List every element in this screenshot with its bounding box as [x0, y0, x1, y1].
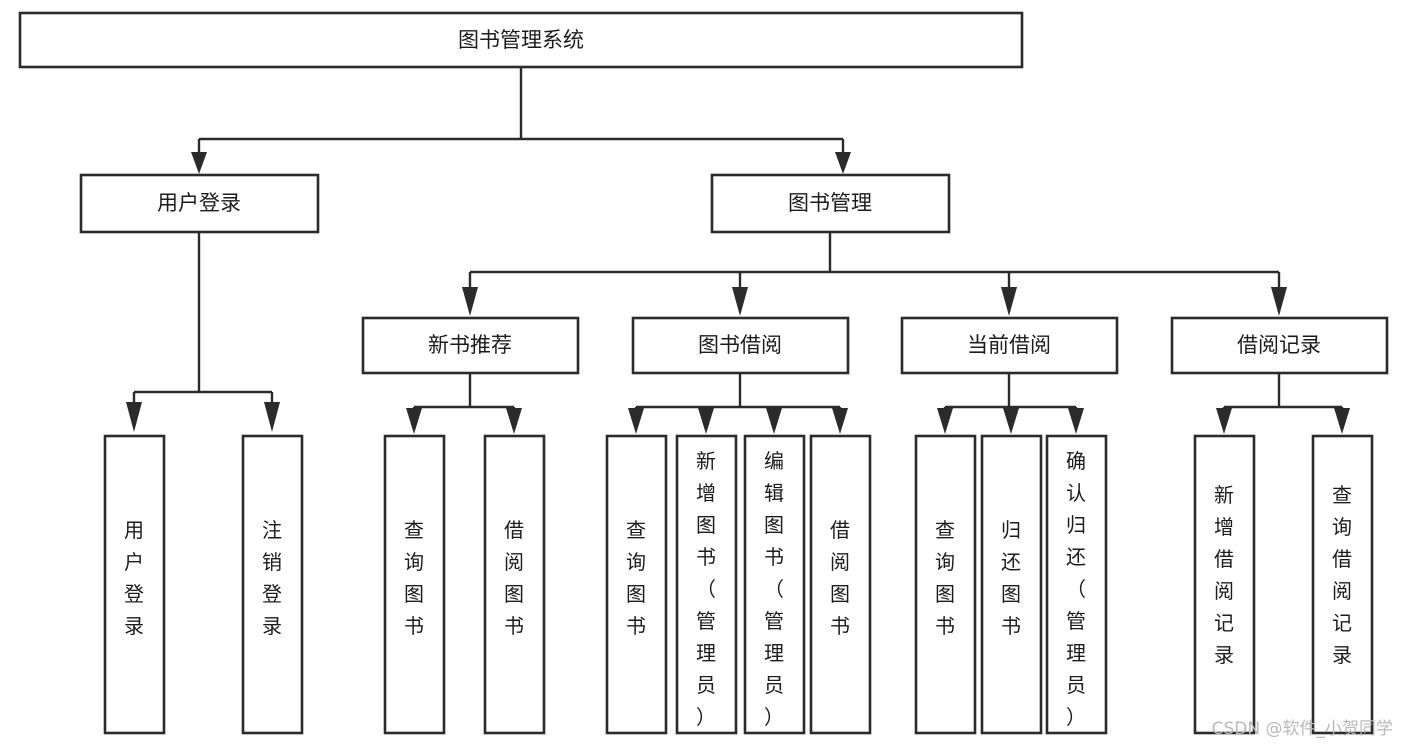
node-borrow-record-box[interactable]	[1170, 316, 1389, 375]
node-current-borrow[interactable]: 当前借阅	[900, 316, 1119, 375]
arrowhead-leaf-return-book	[1003, 408, 1019, 434]
node-book-manage[interactable]: 图书管理	[710, 173, 951, 234]
node-leaf-borrow-book-1[interactable]: 借阅图书	[483, 434, 546, 735]
connector-group-user-login-to-leaves	[126, 232, 280, 432]
arrowhead-borrow-record	[1271, 287, 1287, 316]
node-leaf-edit-book[interactable]: 编辑图书（管理员）	[743, 434, 806, 735]
node-borrow-record-label: 借阅记录	[1237, 333, 1321, 357]
node-leaf-borrow-book-2-box[interactable]	[809, 434, 872, 735]
node-leaf-query-record-box[interactable]	[1311, 434, 1374, 735]
arrowhead-leaf-add-record	[1216, 408, 1232, 434]
node-leaf-add-record-box[interactable]	[1193, 434, 1256, 735]
arrowhead-leaf-query-record	[1334, 408, 1350, 434]
node-leaf-user-login-label: 用户登录	[124, 518, 144, 638]
node-leaf-add-book-label: 新增图书（管理员）	[696, 449, 716, 729]
node-leaf-edit-book-box[interactable]	[743, 434, 806, 735]
node-leaf-query-book-2[interactable]: 查询图书	[605, 434, 668, 735]
node-leaf-borrow-book-2-label: 借阅图书	[830, 518, 850, 638]
arrowhead-user-login	[191, 152, 207, 174]
arrowhead-current-borrow	[1001, 287, 1017, 316]
arrowhead-book-manage	[835, 152, 851, 174]
node-leaf-query-record-label: 查询借阅记录	[1332, 483, 1352, 667]
node-book-borrow[interactable]: 图书借阅	[631, 316, 850, 375]
node-leaf-return-book[interactable]: 归还图书	[980, 434, 1043, 735]
node-root-label: 图书管理系统	[458, 28, 584, 52]
node-current-borrow-box[interactable]	[900, 316, 1119, 375]
node-leaf-add-book[interactable]: 新增图书（管理员）	[675, 434, 738, 735]
node-leaf-add-book-box[interactable]	[675, 434, 738, 735]
node-root[interactable]: 图书管理系统	[18, 11, 1024, 69]
node-leaf-query-book-2-box[interactable]	[605, 434, 668, 735]
arrowhead-leaf-borrow-book-2	[832, 408, 848, 434]
connector-group-current-borrow-to-leaves	[937, 373, 1084, 434]
node-leaf-query-book-3[interactable]: 查询图书	[914, 434, 977, 735]
arrowhead-book-borrow	[732, 287, 748, 316]
node-user-login[interactable]: 用户登录	[79, 173, 320, 234]
node-user-login-box[interactable]	[79, 173, 320, 234]
node-book-borrow-label: 图书借阅	[698, 333, 782, 357]
arrowhead-leaf-add-book	[698, 408, 714, 434]
node-leaf-logout-box[interactable]	[241, 434, 304, 735]
node-leaf-logout[interactable]: 注销登录	[241, 434, 304, 735]
arrowhead-leaf-user-login	[126, 402, 142, 432]
node-leaf-add-record[interactable]: 新增借阅记录	[1193, 434, 1256, 735]
node-leaf-query-book-1-label: 查询图书	[404, 518, 424, 638]
node-book-borrow-box[interactable]	[631, 316, 850, 375]
node-book-manage-label: 图书管理	[788, 191, 872, 215]
csdn-watermark: CSDN @软件_小贺同学	[1212, 719, 1393, 739]
node-borrow-record[interactable]: 借阅记录	[1170, 316, 1389, 375]
node-leaf-add-record-label: 新增借阅记录	[1214, 483, 1234, 667]
node-leaf-query-record[interactable]: 查询借阅记录	[1311, 434, 1374, 735]
node-leaf-user-login-box[interactable]	[103, 434, 166, 735]
node-new-book-rec-box[interactable]	[361, 316, 580, 375]
node-leaf-query-book-3-box[interactable]	[914, 434, 977, 735]
arrowhead-leaf-logout	[264, 402, 280, 432]
arrowhead-leaf-query-book-3	[937, 408, 953, 434]
connector-group-book-manage-to-level3	[462, 232, 1287, 316]
node-book-manage-box[interactable]	[710, 173, 951, 234]
connector-group-new-book-rec-to-leaves	[406, 373, 522, 434]
node-leaf-query-book-2-label: 查询图书	[626, 518, 646, 638]
node-leaf-query-book-3-label: 查询图书	[935, 518, 955, 638]
node-leaf-confirm-return-box[interactable]	[1045, 434, 1108, 735]
arrowhead-new-book-rec	[462, 287, 478, 316]
node-leaf-borrow-book-1-label: 借阅图书	[504, 518, 524, 638]
arrowhead-leaf-confirm-return	[1068, 408, 1084, 434]
connector-group-book-borrow-to-leaves	[628, 373, 848, 434]
node-leaf-logout-label: 注销登录	[262, 518, 282, 638]
connector-group-borrow-record-to-leaves	[1216, 373, 1350, 434]
arrowhead-leaf-borrow-book-1	[506, 408, 522, 434]
node-leaf-confirm-return-label: 确认归还（管理员）	[1066, 449, 1086, 729]
arrowhead-leaf-query-book-2	[628, 408, 644, 434]
node-user-login-label: 用户登录	[157, 191, 241, 215]
node-leaf-edit-book-label: 编辑图书（管理员）	[764, 449, 784, 729]
node-leaf-return-book-box[interactable]	[980, 434, 1043, 735]
node-root-box[interactable]	[18, 11, 1024, 69]
node-leaf-user-login[interactable]: 用户登录	[103, 434, 166, 735]
node-new-book-rec[interactable]: 新书推荐	[361, 316, 580, 375]
node-leaf-confirm-return[interactable]: 确认归还（管理员）	[1045, 434, 1108, 735]
arrowhead-leaf-query-book-1	[406, 408, 422, 434]
node-leaf-return-book-label: 归还图书	[1001, 518, 1021, 638]
node-leaf-query-book-1[interactable]: 查询图书	[383, 434, 446, 735]
node-leaf-borrow-book-2[interactable]: 借阅图书	[809, 434, 872, 735]
node-leaf-query-book-1-box[interactable]	[383, 434, 446, 735]
connector-group-root-to-level2	[191, 67, 851, 174]
arrowhead-leaf-edit-book	[766, 408, 782, 434]
node-current-borrow-label: 当前借阅	[967, 333, 1051, 357]
node-new-book-rec-label: 新书推荐	[428, 333, 512, 357]
node-leaf-borrow-book-1-box[interactable]	[483, 434, 546, 735]
